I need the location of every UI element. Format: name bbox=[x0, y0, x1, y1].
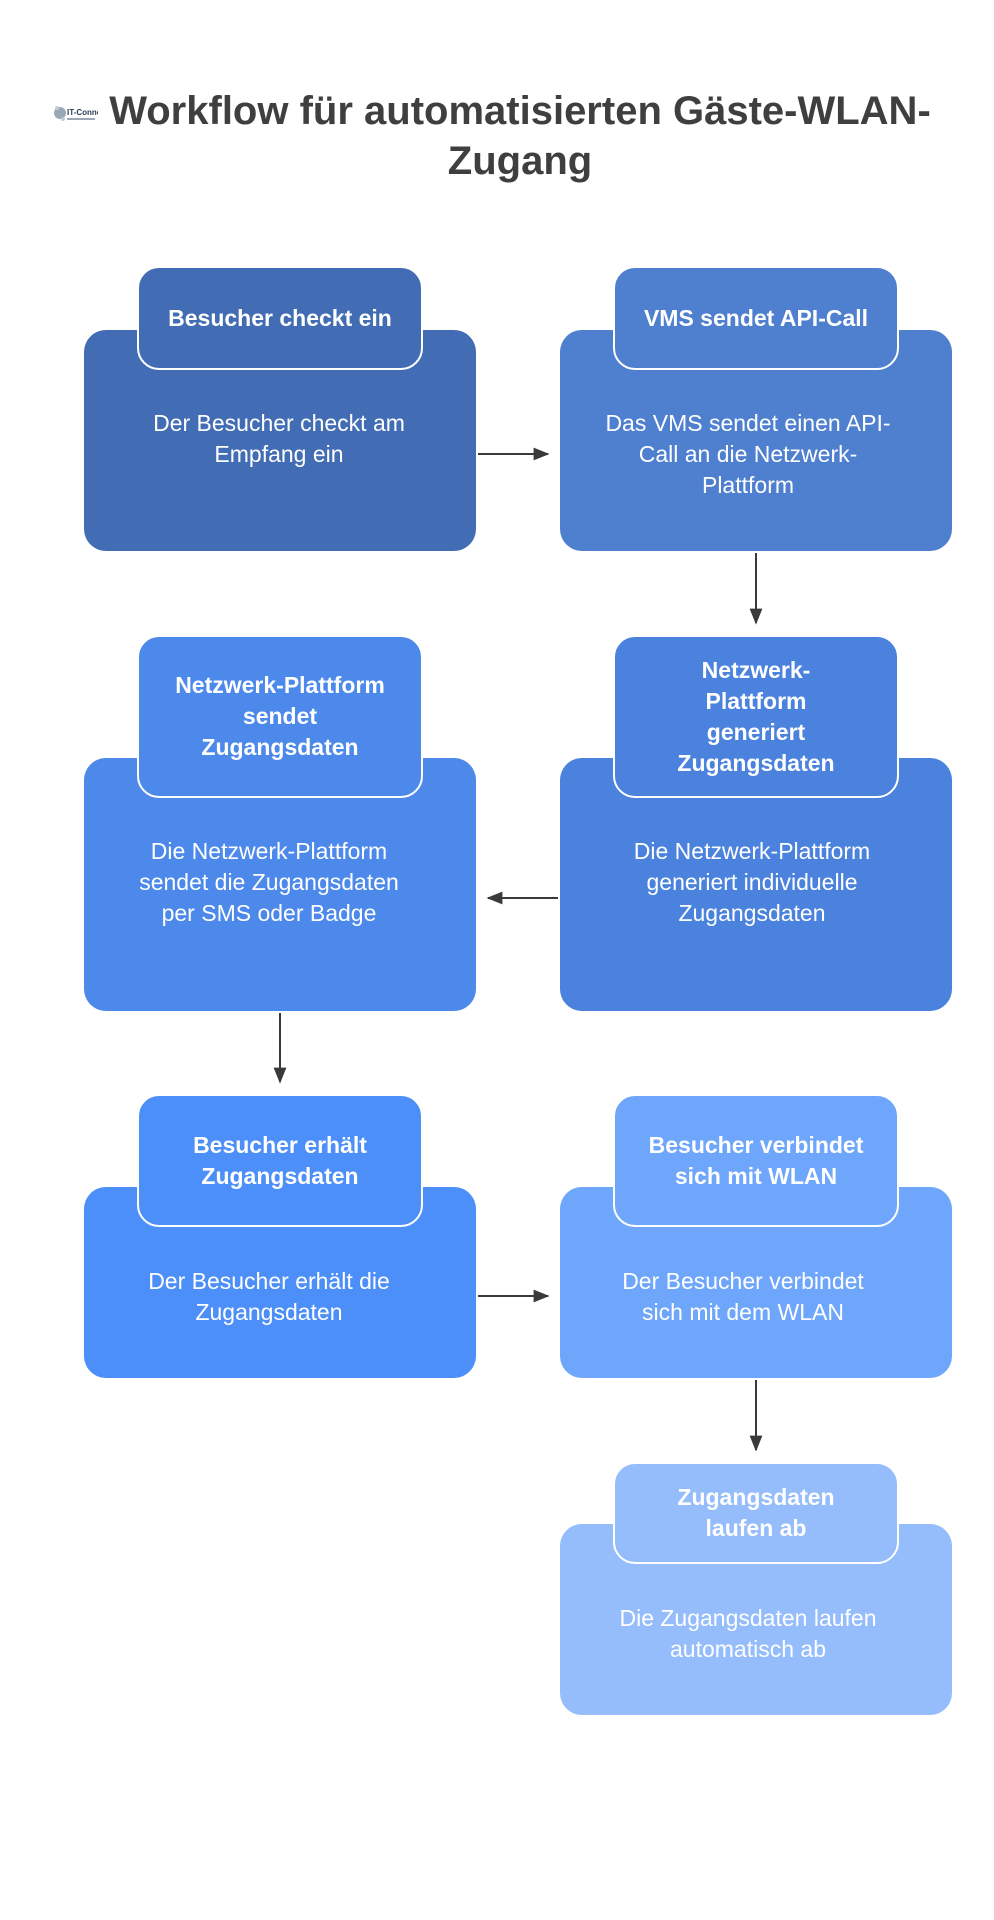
step-heading: Besucher erhält Zugangsdaten bbox=[137, 1094, 423, 1227]
page-title: Workflow für automatisierten Gäste-WLAN-… bbox=[109, 89, 931, 183]
step-heading: Netzwerk-Plattform sendet Zugangsdaten bbox=[137, 635, 423, 798]
brand-logo: IT-Connect bbox=[54, 106, 98, 121]
brand-logo-text: IT-Connect bbox=[67, 108, 98, 117]
step-description: Der Besucher erhält die Zugangsdaten bbox=[148, 1268, 390, 1325]
step-description: Die Netzwerk-Plattform generiert individ… bbox=[633, 838, 871, 926]
step-netzwerk-plattform-generiert bbox=[560, 758, 952, 1011]
step-description: Die Netzwerk-Plattform sendet die Zugang… bbox=[139, 838, 399, 926]
step-heading: Zugangsdaten laufen ab bbox=[613, 1462, 899, 1564]
step-netzwerk-plattform-sendet bbox=[84, 758, 476, 1011]
step-heading: Netzwerk-Plattform generiert Zugangsdate… bbox=[613, 635, 899, 798]
step-heading: VMS sendet API-Call bbox=[613, 266, 899, 370]
step-description: Der Besucher checkt am Empfang ein bbox=[153, 410, 405, 467]
step-description: Das VMS sendet einen API-Call an die Net… bbox=[605, 410, 891, 498]
step-description: Die Zugangsdaten laufen automatisch ab bbox=[619, 1605, 877, 1662]
step-description: Der Besucher verbindet sich mit dem WLAN bbox=[622, 1268, 864, 1325]
step-heading: Besucher verbindet sich mit WLAN bbox=[613, 1094, 899, 1227]
step-heading: Besucher checkt ein bbox=[137, 266, 423, 370]
